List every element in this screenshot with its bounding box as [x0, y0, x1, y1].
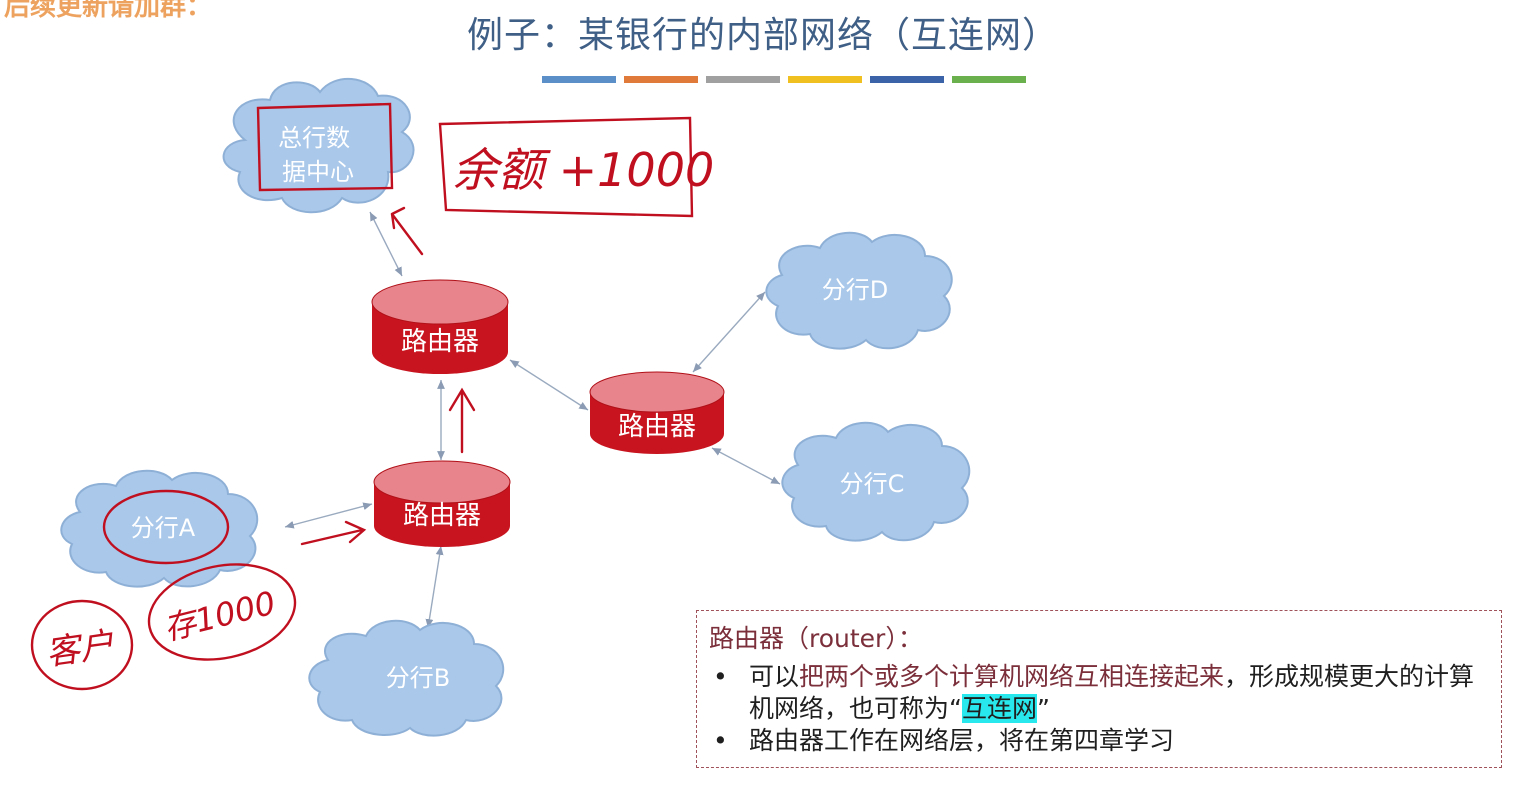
links — [284, 211, 781, 629]
note-item-1-highlight: 互连网 — [961, 694, 1037, 723]
balance-box — [438, 116, 694, 218]
cloud-b-label: 分行B — [386, 664, 450, 692]
link-router-right-d — [692, 291, 766, 373]
note-item-1: • 可以把两个或多个计算机网络互相连接起来，形成规模更大的计算机网络，也可称为“… — [709, 661, 1489, 725]
cloud-c-label: 分行C — [840, 470, 905, 498]
link-router-right-c — [711, 447, 781, 485]
title-color-bar — [952, 76, 1026, 83]
cloud-d-label: 分行D — [822, 276, 888, 304]
arrow-up-hq — [390, 206, 424, 256]
router-mid-label: 路由器 — [403, 501, 481, 531]
router-note-box: 路由器（router）： • 可以把两个或多个计算机网络互相连接起来，形成规模更… — [696, 610, 1502, 768]
link-hq-router-top — [369, 211, 403, 277]
title-color-bar — [870, 76, 944, 83]
link-router-mid-a — [284, 502, 373, 529]
arrow-up-mid — [448, 387, 476, 454]
router-right: 路由器 — [589, 371, 725, 454]
note-item-2-text: 路由器工作在网络层，将在第四章学习 — [749, 726, 1175, 755]
note-item-1-suffix: ，形成规模更大的计算机网络，也可称为“ — [749, 662, 1475, 723]
handwritten-annotations — [30, 102, 694, 691]
arrow-right-a — [300, 520, 367, 546]
title-color-bar — [624, 76, 698, 83]
bullet-1: • — [713, 662, 728, 691]
link-router-mid-b — [425, 545, 444, 629]
bullet-2: • — [713, 726, 728, 755]
router-right-label: 路由器 — [618, 412, 696, 442]
title-color-bar — [788, 76, 862, 83]
note-item-1-end: ” — [1036, 694, 1050, 723]
cloud-b: 分行B — [308, 619, 505, 737]
title-color-bar — [706, 76, 780, 83]
cloud-a-label: 分行A — [131, 514, 196, 542]
cloud-hq: 总行数 据中心 — [222, 78, 415, 214]
link-router-top-router-right — [509, 359, 589, 411]
deposit-text: 存1000 — [160, 584, 279, 648]
cloud-c: 分行C — [781, 421, 971, 542]
note-title: 路由器（router）： — [709, 624, 923, 653]
router-mid: 路由器 — [373, 460, 511, 547]
cloud-hq-label: 总行数 据中心 — [278, 124, 358, 186]
balance-text: 余额 +1000 — [452, 143, 714, 197]
router-top: 路由器 — [371, 279, 509, 374]
customer-text: 客户 — [43, 625, 117, 674]
note-item-2: • 路由器工作在网络层，将在第四章学习 — [709, 725, 1489, 757]
hq-highlight-rect — [256, 102, 394, 192]
circle-deposit — [147, 563, 297, 661]
page-title: 例子：某银行的内部网络（互连网） — [466, 15, 1059, 56]
note-item-1-emphasis: 把两个或多个计算机网络互相连接起来 — [799, 662, 1225, 691]
title-color-bars — [542, 76, 1026, 83]
circle-branch-a — [102, 489, 230, 565]
circle-customer — [30, 599, 134, 691]
watermark: 后续更新请加群： — [4, 0, 213, 22]
cloud-d: 分行D — [765, 231, 953, 350]
title-color-bar — [542, 76, 616, 83]
note-item-1-prefix: 可以 — [749, 662, 800, 691]
router-top-label: 路由器 — [401, 327, 479, 357]
